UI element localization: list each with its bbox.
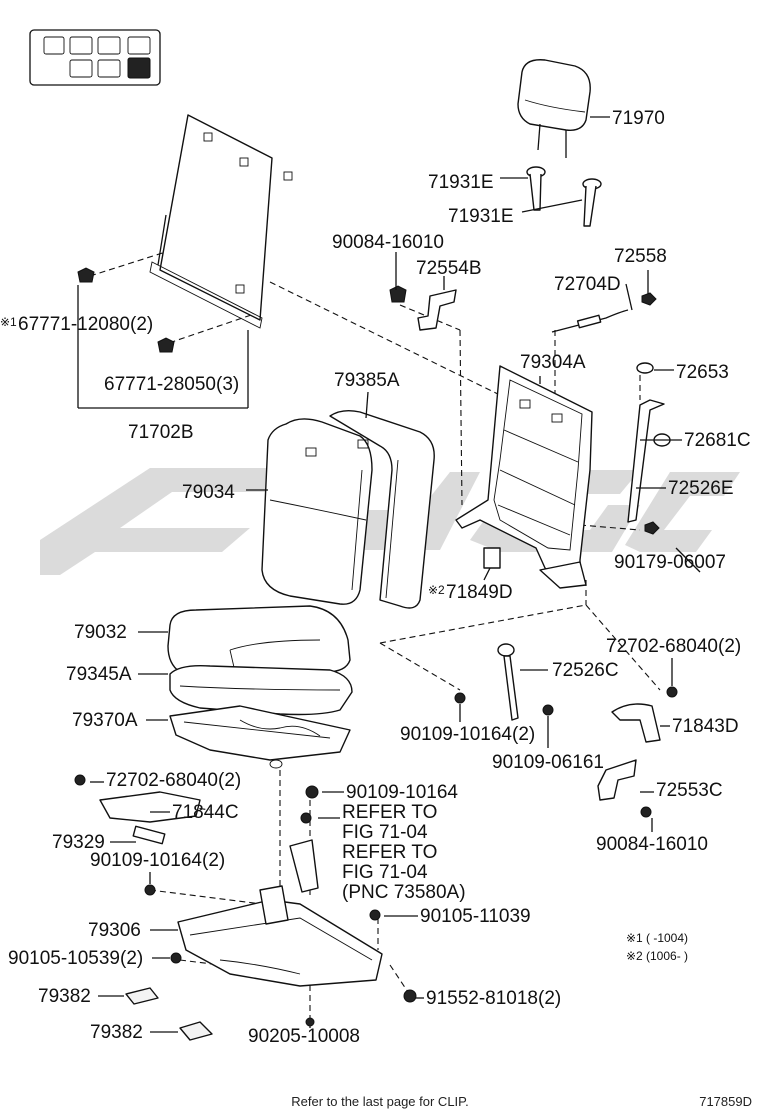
label-90084-16010-top: 90084-16010 [332,232,444,253]
bolt-group [74,686,678,1027]
label-79370a: 79370A [72,710,138,731]
seat-position-indicator-icon [29,29,161,86]
note2-mark: ※2 [626,949,643,963]
seatback-frame [455,365,593,589]
seat-pad [169,664,353,716]
label-79345a: 79345A [66,664,132,685]
label-90205-10008: 90205-10008 [248,1026,360,1047]
label-90109-10164: 90109-10164 [346,782,458,803]
label-72702-68040-left: 72702-68040(2) [106,770,241,791]
headrest-support-pair [500,166,602,227]
seatback-cushion [261,409,435,609]
label-90109-10164-2b: 90109-10164(2) [90,850,225,871]
note1-mark: ※1 [626,931,643,945]
footer-note: Refer to the last page for CLIP. [291,1094,469,1109]
label-79034: 79034 [182,482,235,503]
label-72653: 72653 [676,362,729,383]
bracket-72553c [597,759,637,801]
ref2-line1: REFER TO [342,842,437,863]
label-72526e: 72526E [668,478,734,499]
label-67771-28050: 67771-28050(3) [104,374,239,395]
part-labels: 71970 71931E 71931E 90084-16010 72554B 7… [0,108,751,1047]
bracket-71843d [611,703,661,743]
clip-71849d [483,547,501,569]
label-71843d: 71843D [672,716,739,737]
mark-2: ※2 [428,583,445,597]
label-91552-81018: 91552-81018(2) [426,988,561,1009]
label-79382-a: 79382 [38,986,91,1007]
label-79329: 79329 [52,832,105,853]
label-90105-11039: 90105-11039 [420,906,531,927]
label-71970: 71970 [612,108,665,129]
label-72558: 72558 [614,246,667,267]
cable-72704d [551,309,629,333]
label-79306: 79306 [88,920,141,941]
label-90109-10164-2: 90109-10164(2) [400,724,535,745]
label-71702b: 71702B [128,422,194,443]
label-90105-10539: 90105-10539(2) [8,948,143,969]
label-72681c: 72681C [684,430,751,451]
label-72704d: 72704D [554,274,621,295]
bracket-72554b [417,289,457,331]
headrest [517,59,610,158]
label-72702-68040-right: 72702-68040(2) [606,636,741,657]
clip-fastener-group [77,267,660,535]
buckle-73580a [289,839,319,893]
label-71844c: 71844C [172,802,239,823]
label-79382-b: 79382 [90,1022,143,1043]
label-67771-12080: 67771-12080(2) [18,314,153,335]
label-90084-16010-bottom: 90084-16010 [596,834,708,855]
label-leaders [90,252,701,1033]
note2-text: (1006- ) [646,949,688,963]
pad-79382-a [125,987,159,1005]
ref1-line2: FIG 71-04 [342,822,428,843]
ref2-line3: (PNC 73580A) [342,882,466,903]
label-79304a: 79304A [520,352,586,373]
seatback-board [149,114,293,329]
diagram-id: 717859D [699,1094,752,1109]
label-71931e-a: 71931E [428,172,494,193]
label-71931e-b: 71931E [448,206,514,227]
seat-frame [169,705,351,769]
label-90109-06161: 90109-06161 [492,752,604,773]
label-72526c: 72526C [552,660,619,681]
label-72553c: 72553C [656,780,723,801]
note1-text: ( -1004) [646,931,688,945]
label-72554b: 72554B [416,258,482,279]
bracket-72526c [497,643,519,721]
mark-1: ※1 [0,315,17,329]
label-79385a: 79385A [334,370,400,391]
ref2-line2: FIG 71-04 [342,862,428,883]
pad-79382-b [179,1021,213,1041]
ref1-line1: REFER TO [342,802,437,823]
label-79032: 79032 [74,622,127,643]
seat-base [177,885,383,987]
label-71849d: 71849D [446,582,513,603]
label-90179-06007: 90179-06007 [614,552,726,573]
hinge-71844c [99,791,201,845]
